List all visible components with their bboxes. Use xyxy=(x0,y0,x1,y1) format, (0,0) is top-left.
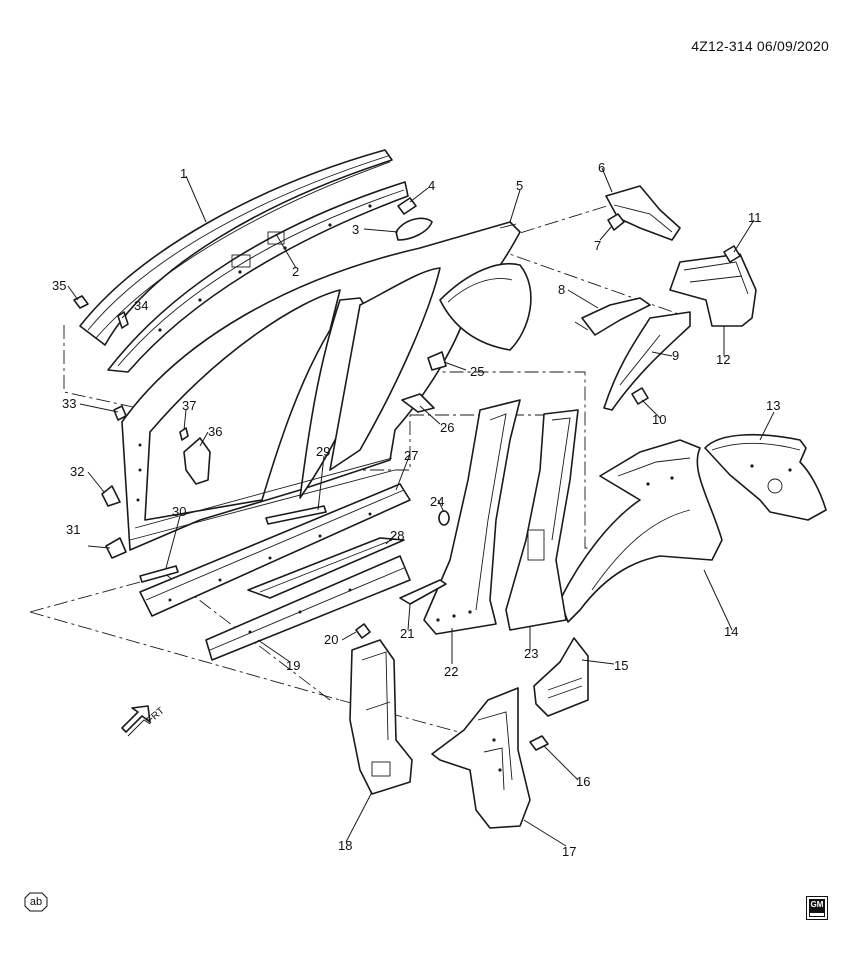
callout-20: 20 xyxy=(324,632,338,647)
callout-31: 31 xyxy=(66,522,80,537)
part-32-bracket xyxy=(101,485,121,507)
callout-29: 29 xyxy=(316,444,330,459)
callout-32: 32 xyxy=(70,464,84,479)
gm-logo-bar xyxy=(810,913,824,916)
callout-24: 24 xyxy=(430,494,444,509)
ab-badge-label: ab xyxy=(29,896,43,908)
part-33-clip xyxy=(113,405,127,421)
part-14-quarter-inner xyxy=(559,439,723,623)
callout-37: 37 xyxy=(182,398,196,413)
callout-6: 6 xyxy=(598,160,605,175)
callout-21: 21 xyxy=(400,626,414,641)
callout-34: 34 xyxy=(134,298,148,313)
callout-3: 3 xyxy=(352,222,359,237)
part-12-rear-wheelhouse-upper xyxy=(669,253,757,327)
part-5-roof-flange xyxy=(499,223,517,229)
part-24-grommet xyxy=(438,510,450,526)
callout-25: 25 xyxy=(470,364,484,379)
callout-7: 7 xyxy=(594,238,601,253)
callout-35: 35 xyxy=(52,278,66,293)
callout-15: 15 xyxy=(614,658,628,673)
part-1-roof-rail-outer xyxy=(79,149,393,346)
part-11-clip xyxy=(723,245,741,263)
part-23-b-pillar-inner xyxy=(505,409,579,631)
callout-13: 13 xyxy=(766,398,780,413)
part-2-roof-rail-inner xyxy=(107,181,409,373)
callout-28: 28 xyxy=(390,528,404,543)
callout-12: 12 xyxy=(716,352,730,367)
callout-labels: 1 2 3 4 5 6 7 8 9 10 11 12 13 14 15 16 1… xyxy=(52,160,780,859)
callout-30: 30 xyxy=(172,504,186,519)
callout-5: 5 xyxy=(516,178,523,193)
callout-11: 11 xyxy=(748,210,762,225)
part-29-strip xyxy=(265,505,327,525)
gm-logo-text: GM xyxy=(809,899,825,917)
callout-27: 27 xyxy=(404,448,418,463)
ab-badge-icon: ab xyxy=(24,892,48,912)
callout-22: 22 xyxy=(444,664,458,679)
part-20-clip xyxy=(355,623,371,639)
callout-19: 19 xyxy=(286,658,300,673)
part-36-plate xyxy=(183,437,211,485)
part-6-upper-bracket xyxy=(605,185,681,241)
callout-2: 2 xyxy=(292,264,299,279)
diagram-code: 4Z12-314 06/09/2020 xyxy=(691,38,829,54)
part-10-fastener xyxy=(631,387,649,405)
callout-33: 33 xyxy=(62,396,76,411)
part-3-bracket xyxy=(395,217,433,241)
part-26-bracket xyxy=(401,393,435,413)
octagon-icon xyxy=(24,892,48,912)
part-25-bracket xyxy=(427,351,447,371)
callout-8: 8 xyxy=(558,282,565,297)
leader-lines xyxy=(67,167,775,847)
part-34-clip xyxy=(117,311,129,329)
callout-16: 16 xyxy=(576,774,590,789)
callout-18: 18 xyxy=(338,838,352,853)
callout-14: 14 xyxy=(724,624,738,639)
part-4-clip xyxy=(397,197,417,215)
callout-17: 17 xyxy=(562,844,576,859)
part-16-bracket xyxy=(529,735,549,751)
part-30-strip xyxy=(139,565,179,583)
callout-10: 10 xyxy=(652,412,666,427)
part-28-rocker-reinforcement xyxy=(247,537,405,599)
callout-4: 4 xyxy=(428,178,435,193)
callout-36: 36 xyxy=(208,424,222,439)
part-9-panel xyxy=(603,311,691,411)
part-17-hinge-pillar-lower xyxy=(431,687,531,829)
gm-logo-icon: GM xyxy=(806,896,828,920)
part-19-rocker-inner xyxy=(205,555,411,661)
part-22-b-pillar-outer xyxy=(423,399,521,635)
part-27-rocker-outer xyxy=(139,483,411,617)
part-8-reinforcement xyxy=(574,297,651,336)
part-18-hinge-pillar xyxy=(349,639,413,795)
part-21-bracket xyxy=(399,579,447,605)
part-31-bracket xyxy=(105,537,127,559)
part-15-closeout xyxy=(533,637,589,717)
callout-26: 26 xyxy=(440,420,454,435)
callout-1: 1 xyxy=(180,166,187,181)
part-13-wheelhouse-inner xyxy=(704,434,827,521)
callout-9: 9 xyxy=(672,348,679,363)
front-direction-arrow-icon: FRT xyxy=(121,705,167,737)
callout-23: 23 xyxy=(524,646,538,661)
